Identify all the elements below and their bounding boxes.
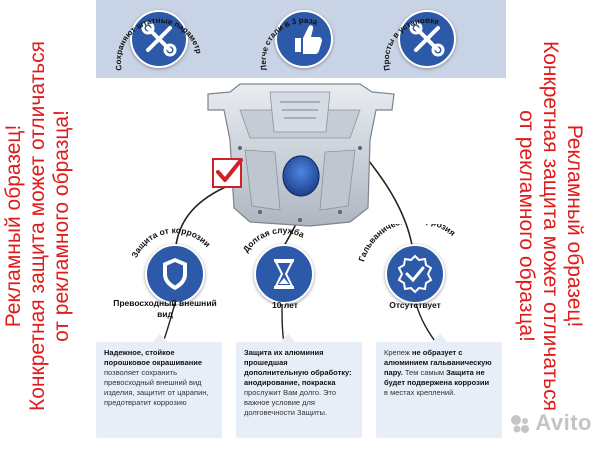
wrench-screwdriver-icon [130,10,188,68]
info-card-fasteners-b1: не образует [411,348,457,357]
avito-logo-icon [511,415,530,434]
info-card-paint: Надежное, стойкое порошковое окрашивание… [96,334,222,438]
info-card-fasteners: Крепеж не образует с алюминием гальванич… [376,334,502,438]
info-card-paint-text: позволяет сохранить превосходный внешний… [104,368,209,407]
avito-watermark: Avito [509,410,592,436]
checkmark-icon [212,158,243,188]
info-card-fasteners-t2: с алюминием [384,348,463,367]
info-card-aluminum-bold: Защита их алюминия прошедшая дополнитель… [244,348,352,387]
feature-keep-params: Сохраняют штатные параметры [100,0,216,78]
feature-easy-install-label: Просты в установке [382,16,441,71]
info-card-fasteners-t3: Тем самым [404,368,445,377]
disclaimer-right: Рекламный образец! Конкретная защита мож… [514,16,586,436]
avito-watermark-text: Avito [535,410,592,435]
info-card-paint-bold: Надежное, стойкое порошковое окрашивание [104,348,203,367]
shield-icon [145,244,205,304]
info-card-fasteners-t4: в местах креплений. [384,388,456,397]
info-card-fasteners-b3: Защита не будет подвержена коррозии [384,368,490,387]
info-card-aluminum: Защита их алюминия прошедшая дополнитель… [236,334,362,438]
disclaimer-left-line3: от рекламного образца! [50,110,73,342]
info-card-fasteners-b2: гальваническую пару. [384,358,492,377]
badge-corrosion-caption: Превосходный внешний вид [113,298,217,319]
feature-lighter-label: Легче стали в 3 раза [259,16,319,71]
badge-galvanic-caption: Отсутствует [389,300,441,310]
disclaimer-right-line3: от рекламного образца! [515,110,538,342]
check-badge-icon [385,244,445,304]
badge-long-life-caption: 10 лет [272,300,298,310]
wrench-screwdriver-icon [398,10,456,68]
info-card-aluminum-text: прослужит Вам долго. Это важное условие … [244,388,337,417]
disclaimer-right-line2: Конкретная защита может отличаться [539,41,562,411]
hourglass-icon [254,244,314,304]
disclaimer-left-line2: Конкретная защита может отличаться [26,41,49,411]
disclaimer-right-line1: Рекламный образец! [563,124,586,328]
feature-easy-install: Просты в установке [368,0,484,78]
feature-lighter: Легче стали в 3 раза [245,0,361,78]
disclaimer-left: Рекламный образец! Конкретная защита мож… [2,16,74,436]
thumbs-up-icon [275,10,333,68]
info-card-fasteners-t1: Крепеж [384,348,410,357]
feature-keep-params-label: Сохраняют штатные параметры [100,0,203,71]
disclaimer-left-line1: Рекламный образец! [2,124,25,328]
skid-plate-image [200,80,400,230]
